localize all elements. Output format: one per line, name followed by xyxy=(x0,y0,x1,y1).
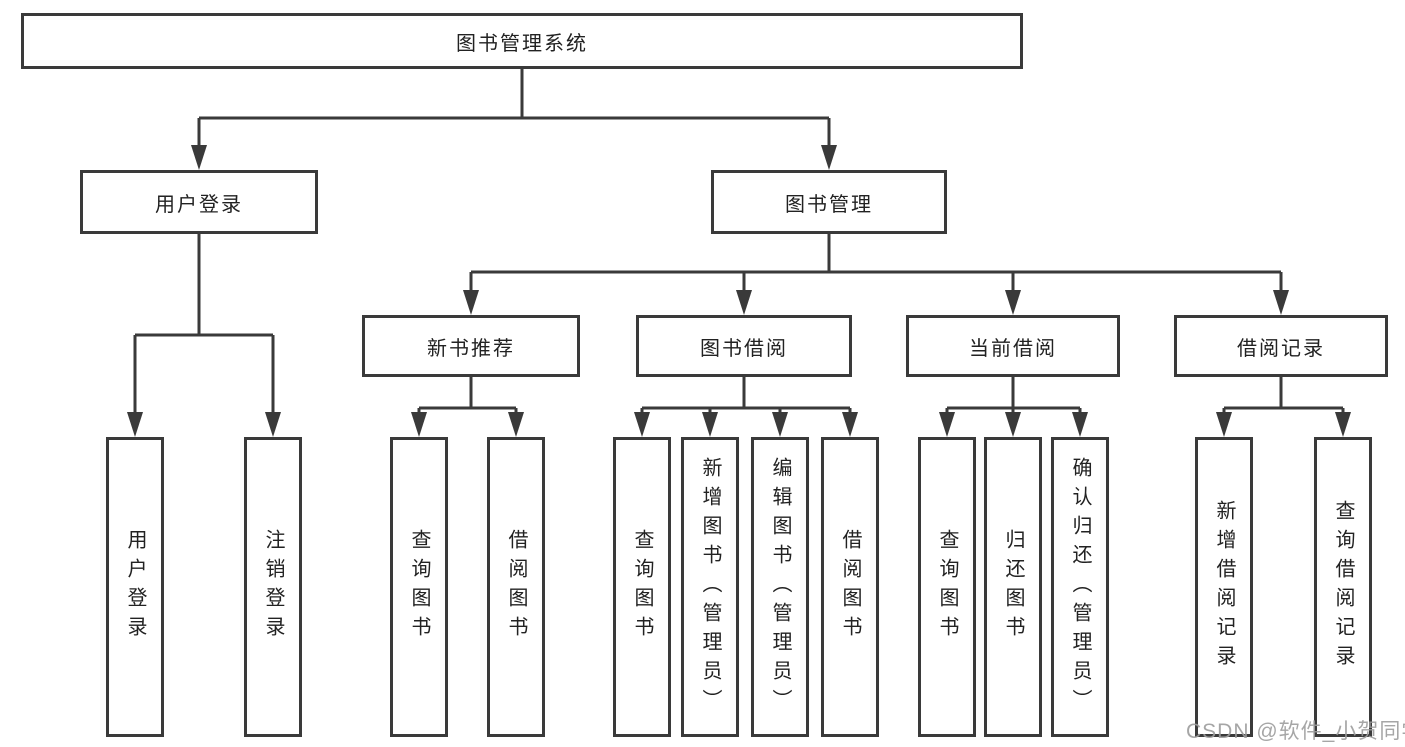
leaf-confirm-return-admin: 确认归还（管理员） xyxy=(1051,437,1109,737)
arrow-down-icon xyxy=(508,412,524,437)
arrow-down-icon xyxy=(1335,412,1351,437)
node-label: 查询图书 xyxy=(408,529,430,645)
node-label: 查询图书 xyxy=(936,529,958,645)
arrow-down-icon xyxy=(1072,412,1088,437)
arrow-down-icon xyxy=(772,412,788,437)
leaf-query-books-current: 查询图书 xyxy=(918,437,976,737)
node-label: 确认归还（管理员） xyxy=(1069,456,1091,718)
arrow-down-icon xyxy=(411,412,427,437)
arrow-down-icon xyxy=(702,412,718,437)
connector-current-to-leaves xyxy=(945,377,1082,416)
node-label: 新增图书（管理员） xyxy=(699,456,721,718)
connector-bookmgmt-to-level3 xyxy=(469,234,1283,295)
node-borrow-records: 借阅记录 xyxy=(1174,315,1388,377)
arrow-down-icon xyxy=(127,412,143,437)
connector-root-to-level2 xyxy=(197,69,831,150)
node-label: 图书管理系统 xyxy=(456,32,588,55)
node-label: 图书借阅 xyxy=(700,337,788,360)
node-label: 新书推荐 xyxy=(427,337,515,360)
node-current-borrow: 当前借阅 xyxy=(906,315,1120,377)
arrow-down-icon xyxy=(821,145,837,170)
node-label: 编辑图书（管理员） xyxy=(769,456,791,718)
arrow-down-icon xyxy=(939,412,955,437)
arrow-down-icon xyxy=(1005,290,1021,315)
connector-borrow-to-leaves xyxy=(640,377,852,416)
arrow-down-icon xyxy=(191,145,207,170)
connector-userlogin-to-leaves xyxy=(133,234,275,416)
node-label: 用户登录 xyxy=(124,529,146,645)
node-root: 图书管理系统 xyxy=(21,13,1023,69)
leaf-return-book: 归还图书 xyxy=(984,437,1042,737)
node-new-book-recommend: 新书推荐 xyxy=(362,315,580,377)
node-label: 借阅记录 xyxy=(1237,337,1325,360)
node-label: 归还图书 xyxy=(1002,529,1024,645)
leaf-borrow-books-recommend: 借阅图书 xyxy=(487,437,545,737)
leaf-user-login: 用户登录 xyxy=(106,437,164,737)
node-label: 借阅图书 xyxy=(505,529,527,645)
leaf-add-borrow-record: 新增借阅记录 xyxy=(1195,437,1253,737)
arrow-down-icon xyxy=(1216,412,1232,437)
node-label: 图书管理 xyxy=(785,193,873,216)
leaf-query-books-borrow: 查询图书 xyxy=(613,437,671,737)
arrow-down-icon xyxy=(1005,412,1021,437)
node-label: 查询借阅记录 xyxy=(1332,500,1354,674)
node-book-borrow: 图书借阅 xyxy=(636,315,852,377)
leaf-query-borrow-record: 查询借阅记录 xyxy=(1314,437,1372,737)
leaf-add-book-admin: 新增图书（管理员） xyxy=(681,437,739,737)
node-label: 当前借阅 xyxy=(969,337,1057,360)
node-label: 用户登录 xyxy=(155,193,243,216)
leaf-edit-book-admin: 编辑图书（管理员） xyxy=(751,437,809,737)
node-book-management: 图书管理 xyxy=(711,170,947,234)
connector-records-to-leaves xyxy=(1222,377,1345,416)
node-label: 新增借阅记录 xyxy=(1213,500,1235,674)
arrow-down-icon xyxy=(1273,290,1289,315)
arrow-down-icon xyxy=(265,412,281,437)
arrow-down-icon xyxy=(634,412,650,437)
arrow-down-icon xyxy=(463,290,479,315)
node-label: 借阅图书 xyxy=(839,529,861,645)
leaf-borrow-books: 借阅图书 xyxy=(821,437,879,737)
node-label: 查询图书 xyxy=(631,529,653,645)
leaf-query-books-recommend: 查询图书 xyxy=(390,437,448,737)
arrow-down-icon xyxy=(842,412,858,437)
node-label: 注销登录 xyxy=(262,529,284,645)
connector-recommend-to-leaves xyxy=(417,377,518,416)
csdn-watermark: CSDN @软件_小贺同学 xyxy=(1186,720,1405,743)
leaf-logout: 注销登录 xyxy=(244,437,302,737)
node-user-login: 用户登录 xyxy=(80,170,318,234)
arrow-down-icon xyxy=(736,290,752,315)
